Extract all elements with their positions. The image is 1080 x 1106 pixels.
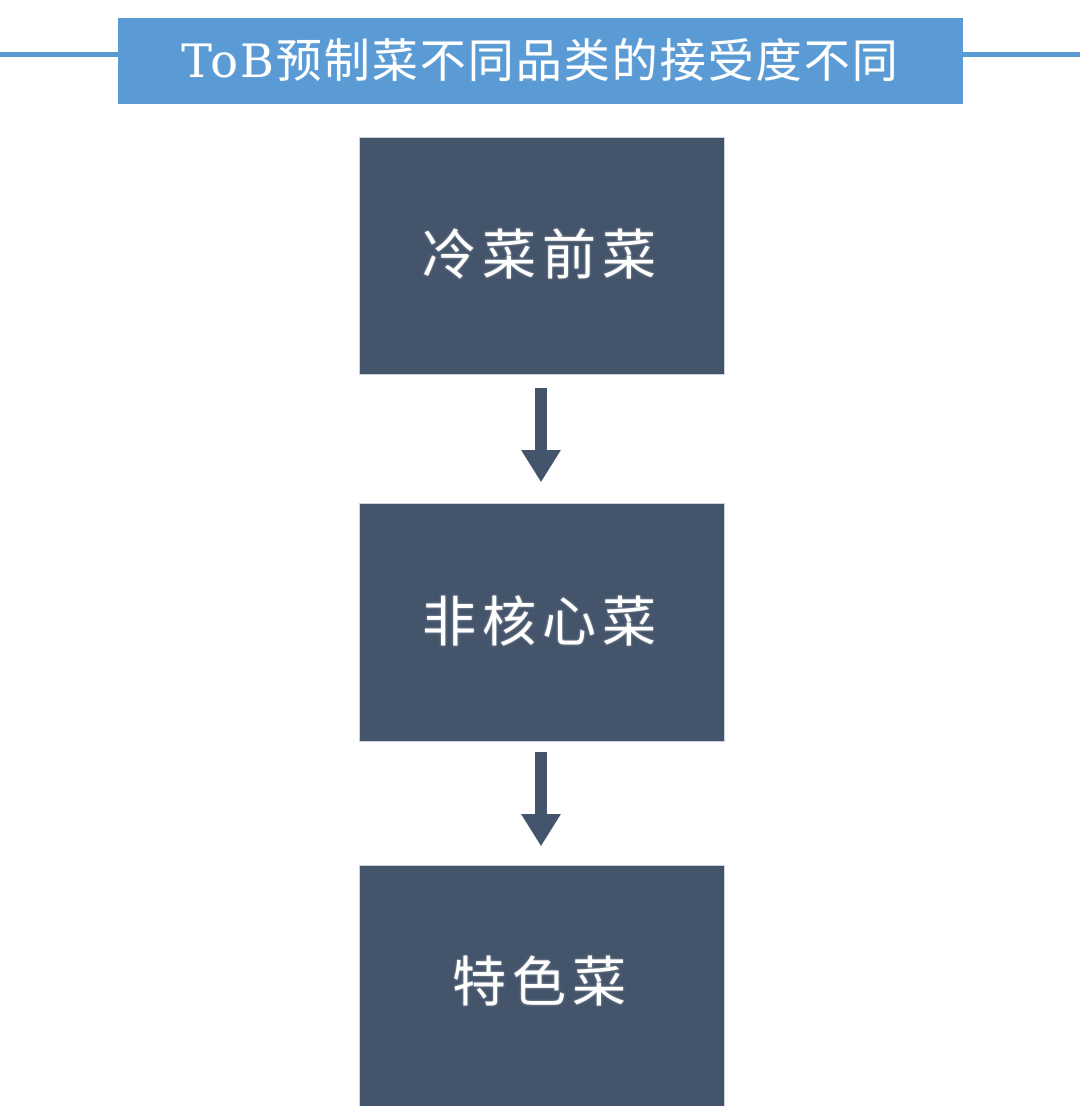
arrow-down-glyph bbox=[521, 752, 561, 846]
header-rule-left bbox=[0, 52, 122, 57]
arrow-down-glyph bbox=[521, 388, 561, 482]
header-rule-right bbox=[958, 52, 1080, 57]
flow-step-box-3[interactable]: 特色菜 bbox=[359, 865, 725, 1106]
page-title: ToB预制菜不同品类的接受度不同 bbox=[181, 34, 900, 88]
arrow-down-icon-1 bbox=[511, 388, 571, 484]
header-band: ToB预制菜不同品类的接受度不同 bbox=[0, 0, 1080, 118]
flow-step-box-2[interactable]: 非核心菜 bbox=[359, 503, 725, 742]
flow-step-label-3: 特色菜 bbox=[452, 951, 632, 1014]
flow-step-box-1[interactable]: 冷菜前菜 bbox=[359, 137, 725, 375]
flow-step-label-2: 非核心菜 bbox=[422, 590, 662, 654]
title-banner: ToB预制菜不同品类的接受度不同 bbox=[118, 18, 963, 104]
arrow-down-icon-2 bbox=[511, 752, 571, 848]
flow-step-label-1: 冷菜前菜 bbox=[422, 224, 662, 287]
